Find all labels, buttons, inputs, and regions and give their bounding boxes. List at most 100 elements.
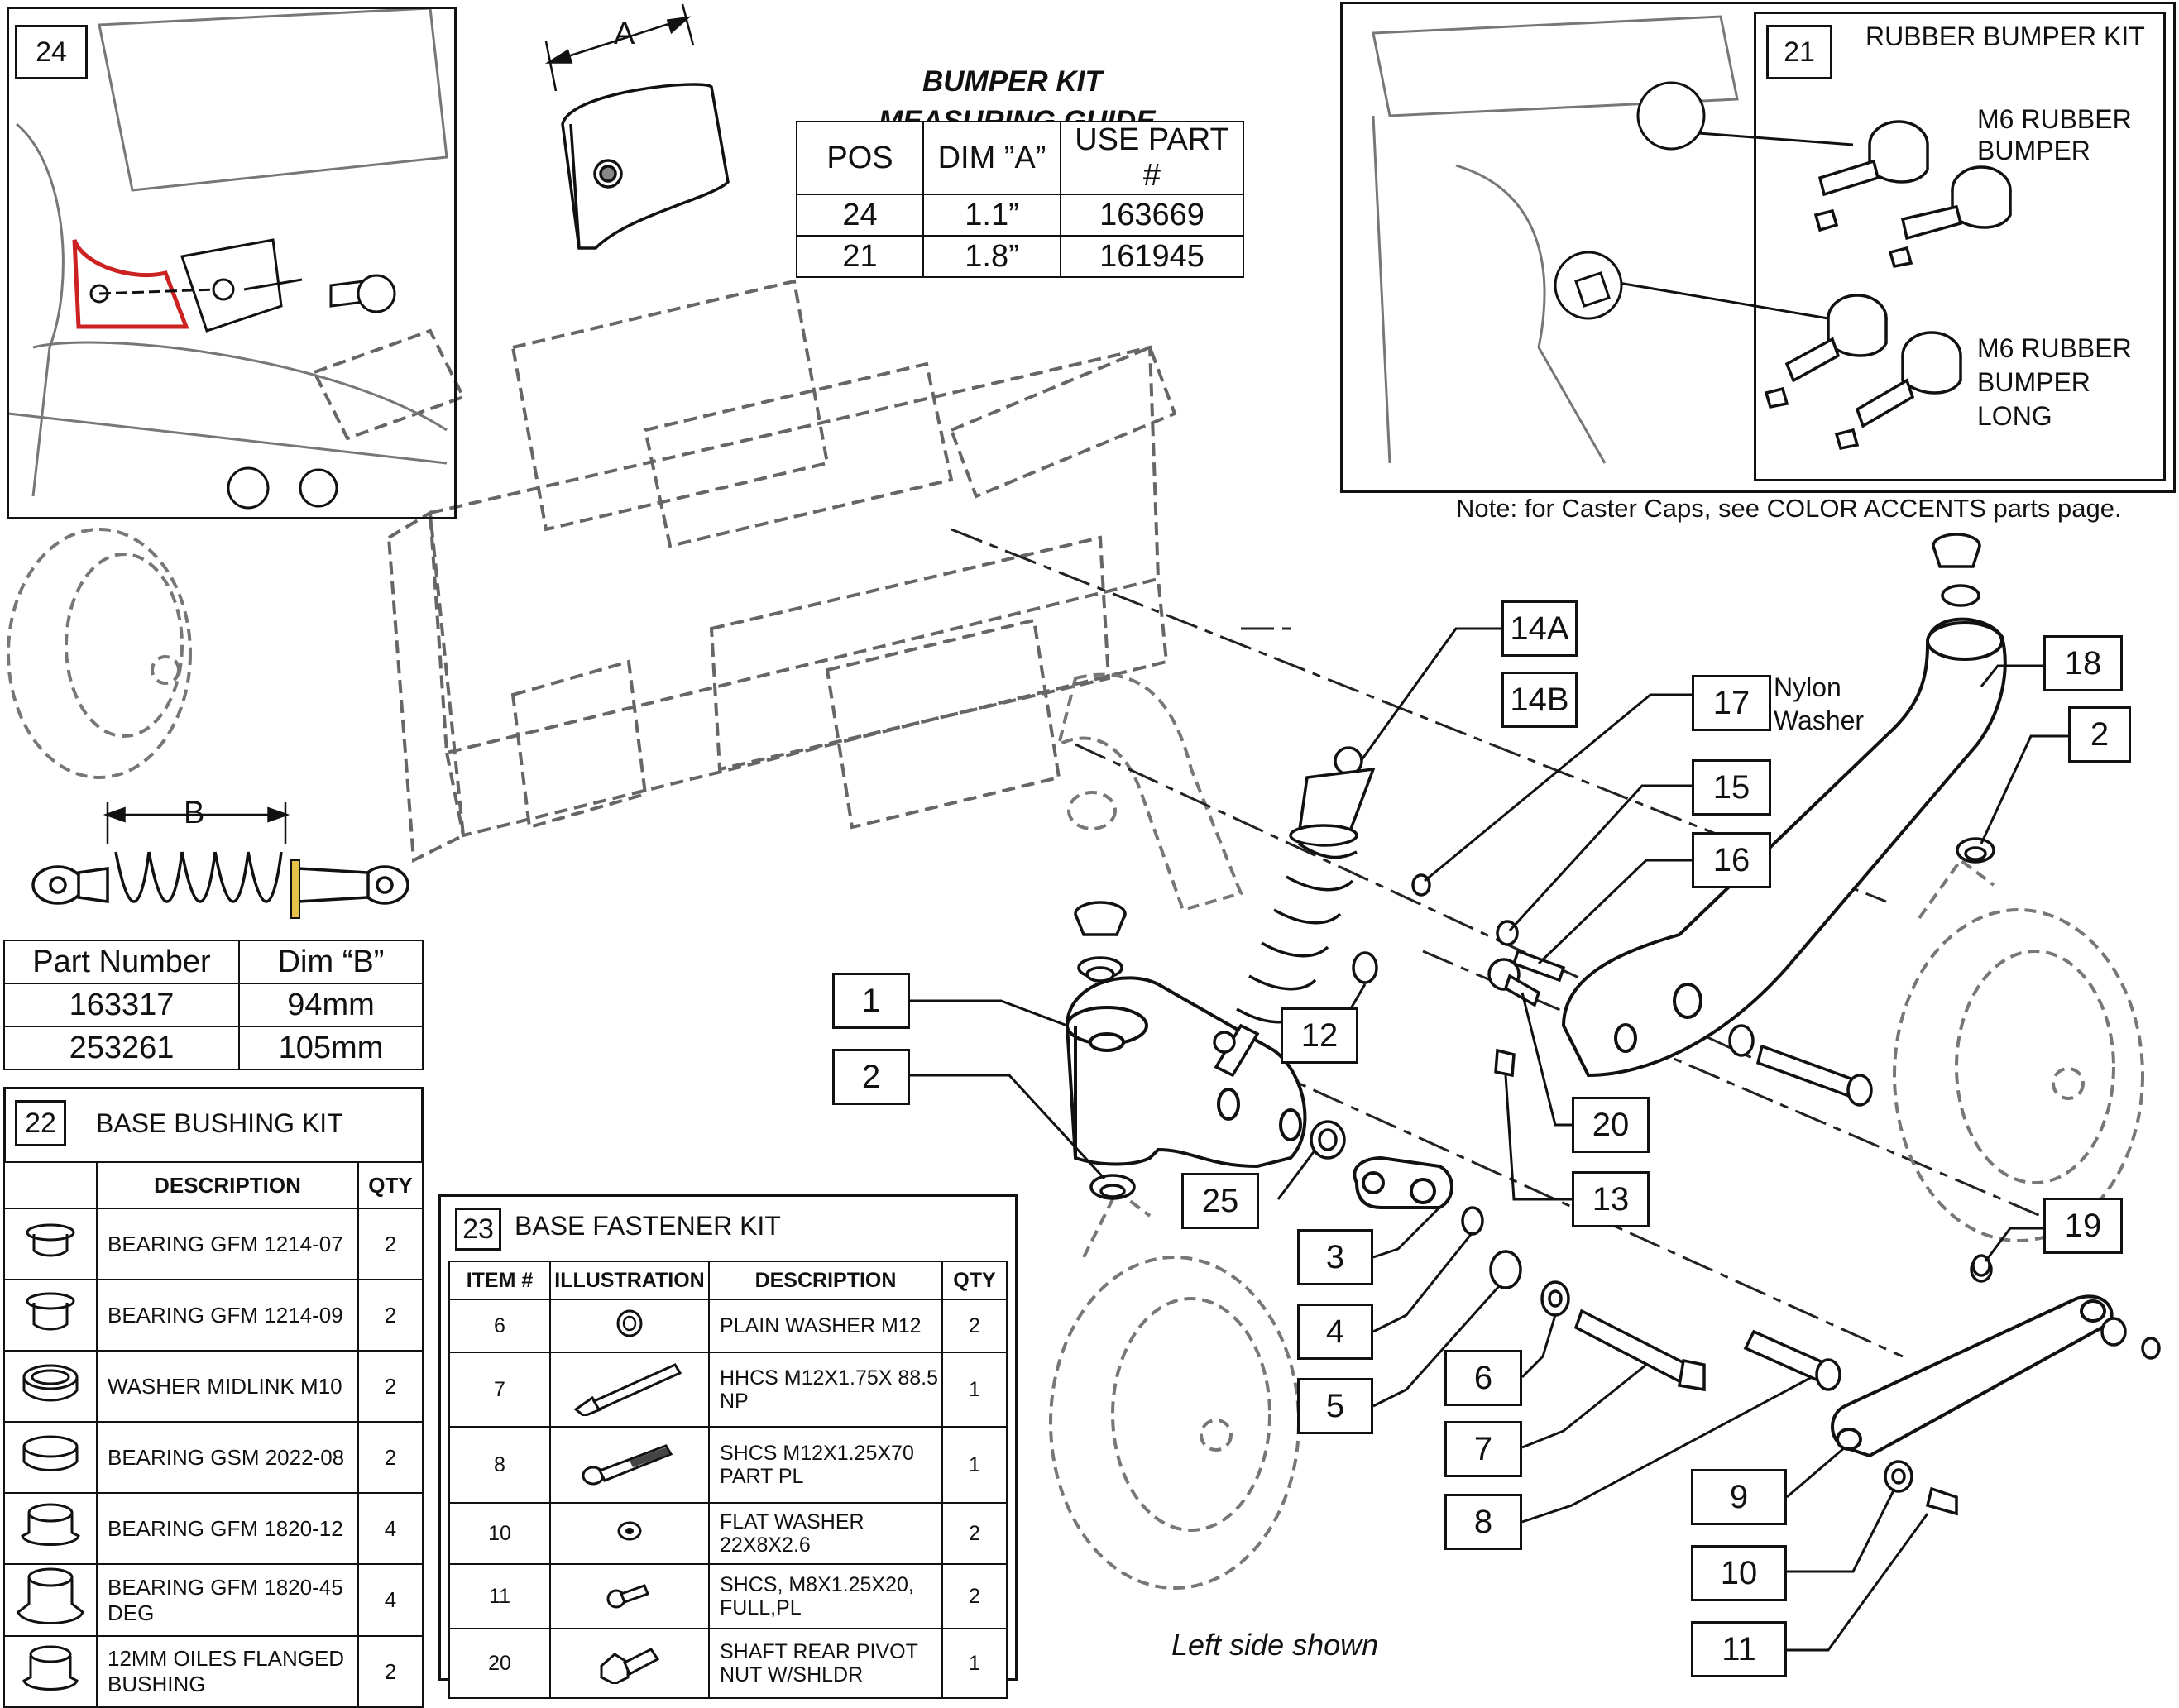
fastener-header-qty: QTY [941,1261,1008,1300]
header-pos: POS [796,121,924,195]
fastener-desc: HHCS M12X1.75X 88.5 NP [708,1352,943,1428]
bushing-desc: WASHER MIDLINK M10 [96,1350,359,1423]
header-use-part: USE PART # [1060,121,1244,195]
front-caster-wheel [1049,1188,1300,1590]
bushing-qty: 4 [357,1563,424,1637]
guide-cell: 1.8” [922,235,1061,278]
bushing-qty: 2 [357,1279,424,1352]
dim-a-marker: A [614,17,635,51]
bushing-row: BEARING GFM 1214-09 2 [3,1279,424,1352]
inset-24-frame [7,7,457,519]
bushing-header-qty: QTY [357,1161,424,1209]
callout-16: 16 [1692,832,1771,888]
chassis-frame [312,279,1177,864]
guide-cell: 161945 [1060,235,1244,278]
leader-lines [910,131,2068,1652]
fastener-desc: FLAT WASHER 22X8X2.6 [708,1502,943,1565]
inset-21-frame [1340,2,2176,493]
fastener-qty: 1 [941,1628,1008,1699]
m6-rubber-bumper-long-label-line1: M6 RUBBER [1977,333,2132,363]
callout-2-front: 2 [832,1049,910,1105]
bumper-dimension-sketch [544,3,730,250]
bumper-guide-title-line1: BUMPER KIT [922,65,1103,98]
flanged-bearing-icon [17,1567,84,1624]
bushing-desc: BEARING GFM 1820-45 DEG [96,1563,359,1637]
bushing-desc: BEARING GFM 1214-07 [96,1208,359,1280]
guide-cell: 163669 [1060,194,1244,237]
fastener-row: 10 FLAT WASHER 22X8X2.6 2 [448,1502,1008,1565]
fastener-kit-number: 23 [455,1208,501,1251]
shock-cell: 163317 [3,983,240,1027]
left-side-shown-caption: Left side shown [1171,1628,1379,1662]
fastener-row: 6 PLAIN WASHER M12 2 [448,1299,1008,1353]
flanged-bearing-icon [26,1223,75,1256]
bushing-desc: BEARING GFM 1214-09 [96,1279,359,1352]
callout-15: 15 [1692,759,1771,816]
bushing-kit-title: BASE BUSHING KIT [96,1108,343,1138]
fastener-qty: 2 [941,1563,1008,1629]
bushing-header-icon [3,1161,98,1209]
callout-12: 12 [1281,1007,1358,1064]
callout-14a: 14A [1501,600,1578,657]
bushing-qty: 4 [357,1492,424,1565]
rear-caster-wheel [1893,858,2144,1242]
bushing-row: BEARING GFM 1820-12 4 [3,1492,424,1565]
bushing-kit-table: DESCRIPTION QTY BEARING GFM 1214-07 2 BE… [3,1161,424,1708]
callout-9: 9 [1691,1469,1787,1525]
shock-dimension-sketch [31,802,409,919]
inset-21-illustration [1372,15,1739,464]
bushing-qty: 2 [357,1421,424,1494]
fastener-item: 10 [448,1502,551,1565]
m6-rubber-bumper-long-label-line2: BUMPER [1977,367,2090,397]
fastener-qty: 1 [941,1426,1008,1504]
fastener-item: 6 [448,1299,551,1353]
shock-cell: 94mm [238,983,424,1027]
fastener-desc: SHCS, M8X1.25X20, FULL,PL [708,1563,943,1629]
callout-2-rear: 2 [2068,706,2131,763]
inset-21-number: 21 [1766,25,1832,79]
small-socket-screw-icon [606,1583,649,1608]
plain-washer-icon [616,1309,643,1337]
rubber-bumper-kit-title: RUBBER BUMPER KIT [1865,22,2145,51]
washer-icon [22,1364,79,1401]
fastener-header-illustration: ILLUSTRATION [549,1261,710,1300]
fastener-desc: SHAFT REAR PIVOT NUT W/SHLDR [708,1628,943,1699]
m6-rubber-bumper-label-line1: M6 RUBBER [1977,104,2132,134]
bushing-row: BEARING GFM 1214-07 2 [3,1208,424,1280]
callout-17: 17 [1692,675,1771,731]
callout-14b: 14B [1501,672,1578,728]
callout-20: 20 [1572,1097,1650,1153]
bushing-qty: 2 [357,1635,424,1708]
fastener-qty: 1 [941,1352,1008,1428]
bushing-kit-number: 22 [15,1100,66,1146]
rear-arm [1561,617,2007,1078]
fastener-item: 20 [448,1628,551,1699]
flat-washer-icon [617,1521,642,1540]
bushing-row: BEARING GSM 2022-08 2 [3,1421,424,1494]
callout-1: 1 [832,973,910,1029]
dim-b-marker: B [184,796,205,830]
bushing-header-description: DESCRIPTION [96,1161,359,1209]
guide-cell: 1.1” [922,194,1061,237]
shock-cell: 105mm [238,1026,424,1070]
rubber-bumpers [1764,120,2012,451]
small-link [1353,1155,1453,1209]
header-part-number: Part Number [3,940,240,984]
nylon-washer-label-line2: Washer [1774,706,1865,735]
bushing-desc: 12MM OILES FLANGED BUSHING [96,1635,359,1708]
bushing-row: WASHER MIDLINK M10 2 [3,1350,424,1423]
rubber-bumper-kit-box [1754,12,2166,481]
callout-8: 8 [1444,1494,1522,1550]
socket-cap-screw-icon [582,1443,673,1485]
fastener-kit-title: BASE FASTENER KIT [515,1211,781,1241]
flanged-bushing-icon [22,1645,79,1691]
guide-cell: 21 [796,235,924,278]
bushing-qty: 2 [357,1208,424,1280]
shock-absorber [1213,746,1376,1078]
pivot-bracket [1056,672,1243,912]
inset-24-illustration [7,7,448,510]
callout-5: 5 [1297,1378,1373,1434]
flanged-bearing-icon [21,1503,80,1546]
bushing-row: 12MM OILES FLANGED BUSHING 2 [3,1635,424,1708]
